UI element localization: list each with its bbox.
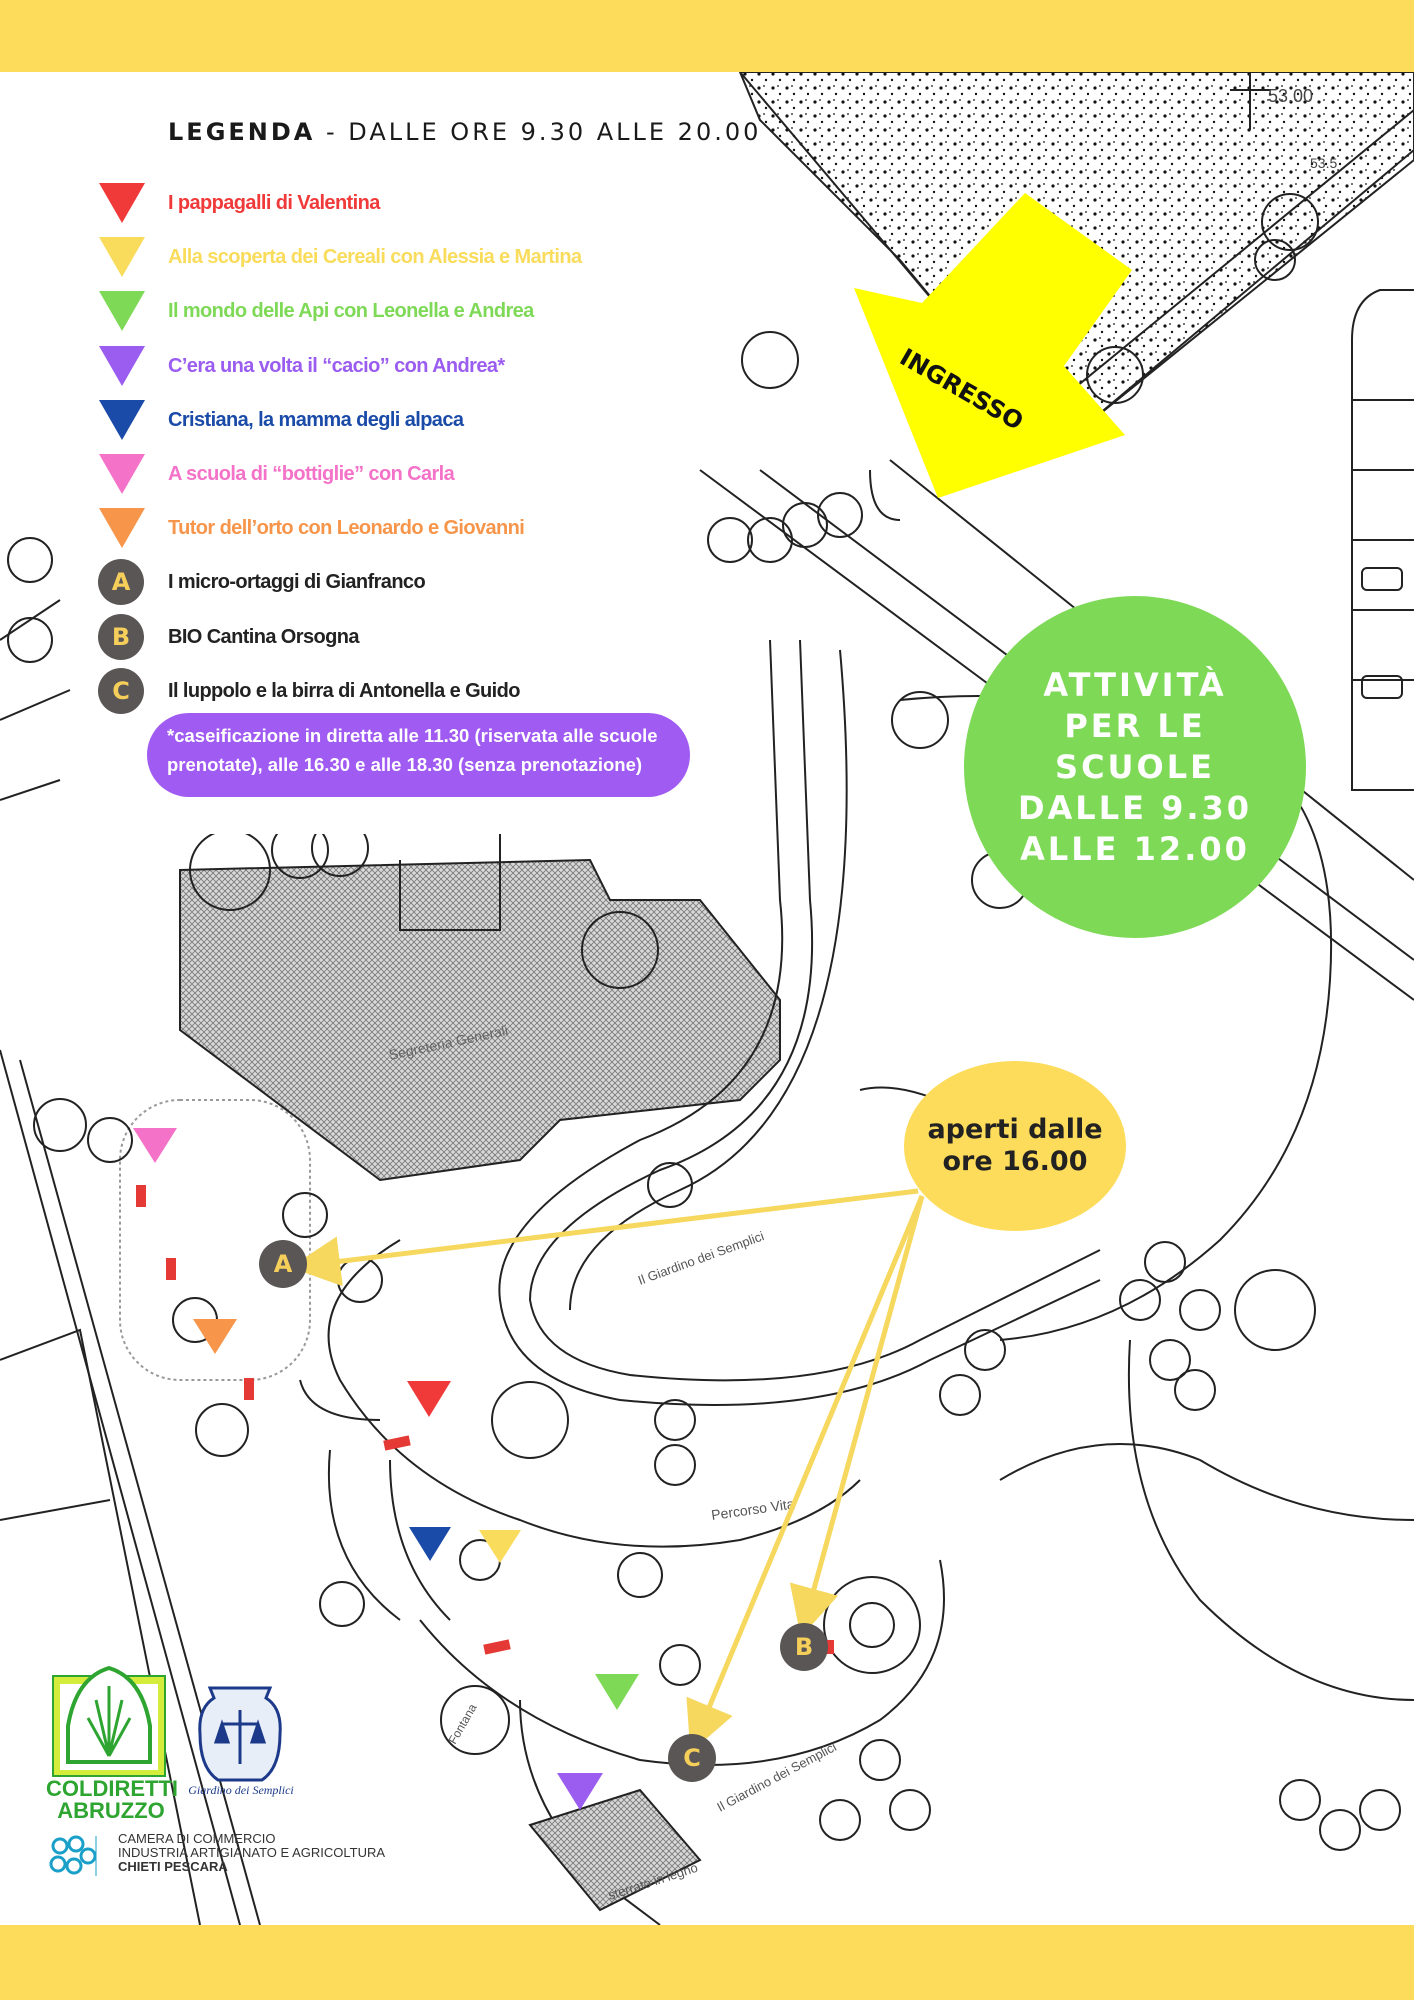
- schools-text: ATTIVITÀ PER LE SCUOLE DALLE 9.30 ALLE 1…: [1017, 665, 1253, 868]
- path-label-3: Il Giardino dei Semplici: [714, 1739, 839, 1815]
- entrance-arrow: INGRESSO: [854, 193, 1132, 498]
- path-label-2: Percorso Vita: [710, 1495, 795, 1523]
- legend-circle-icon: A: [98, 559, 144, 606]
- legend-circle-icon: B: [98, 613, 144, 660]
- legend-item: Il mondo delle Api con Leonella e Andrea: [98, 288, 698, 342]
- coldiretti-logo-icon: [52, 1666, 166, 1777]
- legend-item-label: Tutor dell’orto con Leonardo e Giovanni: [168, 517, 525, 540]
- giardino-caption: Giardino dei Semplici: [188, 1783, 294, 1797]
- top-yellow-band: [0, 0, 1414, 72]
- legend-item: I pappagalli di Valentina: [98, 180, 698, 234]
- legend-title-bold: LEGENDA: [168, 118, 316, 146]
- camera-line-1: CAMERA DI COMMERCIO: [118, 1831, 276, 1846]
- giardino-jar-icon: [198, 1686, 282, 1782]
- legend-item: A I micro-ortaggi di Gianfranco: [98, 559, 698, 613]
- legend-panel: [73, 72, 690, 834]
- path-label-1: Il Giardino dei Semplici: [636, 1228, 766, 1288]
- open-from-badge: aperti dalle ore 16.00: [904, 1061, 1126, 1231]
- schools-badge: ATTIVITÀ PER LE SCUOLE DALLE 9.30 ALLE 1…: [964, 596, 1306, 938]
- open-arrows: [290, 1188, 925, 1753]
- legend-item-label: A scuola di “bottiglie” con Carla: [168, 463, 455, 485]
- legend-item-label: BIO Cantina Orsogna: [168, 625, 359, 648]
- legend-triangle-icon: [99, 508, 145, 549]
- camera-commercio-icon: [49, 1835, 97, 1876]
- map-stand-c: C: [668, 1734, 716, 1782]
- legend-triangle-icon: [99, 399, 145, 440]
- legend-item: Tutor dell’orto con Leonardo e Giovanni: [98, 505, 698, 559]
- camera-line-2: INDUSTRIA ARTIGIANATO E AGRICOLTURA: [118, 1845, 386, 1860]
- map-stand-b: B: [780, 1623, 828, 1671]
- legend-triangle-icon: [99, 237, 145, 278]
- marker-yellow-triangle: [479, 1530, 521, 1563]
- marker-green-triangle: [595, 1674, 639, 1710]
- path-label-4: Fontana: [445, 1701, 479, 1746]
- legend-item-label: I micro-ortaggi di Gianfranco: [168, 571, 426, 594]
- marker-pink-triangle: [133, 1128, 177, 1163]
- marker-red-triangle: [407, 1381, 451, 1417]
- legend-item: C’era una volta il “cacio” con Andrea*: [98, 343, 698, 397]
- legend-triangle-icon: [99, 454, 145, 494]
- legend-item-label: I pappagalli di Valentina: [168, 192, 380, 214]
- legend-item: B BIO Cantina Orsogna: [98, 613, 698, 668]
- camera-line-3: CHIETI PESCARA: [118, 1859, 228, 1874]
- legend-item-label: Il luppolo e la birra di Antonella e Gui…: [168, 679, 520, 702]
- legend-note: *caseificazione in diretta alle 11.30 (r…: [147, 713, 690, 797]
- elevation-label-2: 53.5: [1310, 155, 1337, 171]
- legend-item-label: Il mondo delle Api con Leonella e Andrea: [168, 300, 534, 323]
- legend-circle-icon: C: [98, 667, 144, 714]
- legend-item-label: Alla scoperta dei Cereali con Alessia e …: [168, 246, 582, 269]
- camera-commercio-text: CAMERA DI COMMERCIO INDUSTRIA ARTIGIANAT…: [118, 1832, 385, 1874]
- open-from-text: aperti dalle ore 16.00: [927, 1114, 1103, 1177]
- marker-orange-triangle: [193, 1319, 237, 1354]
- map-markers: [133, 1128, 639, 1810]
- legend-item-label: C’era una volta il “cacio” con Andrea*: [168, 354, 505, 377]
- elevation-label: 53.00: [1268, 86, 1313, 106]
- legend-title-hours: - DALLE ORE 9.30 ALLE 20.00: [315, 118, 762, 146]
- legend-item-label: Cristiana, la mamma degli alpaca: [168, 408, 464, 431]
- legend-item: A scuola di “bottiglie” con Carla: [98, 451, 698, 505]
- site-map: 53.00 53.5 Segreteria Generali Il Giardi…: [0, 72, 1414, 1925]
- legend-title: LEGENDA - DALLE ORE 9.30 ALLE 20.00: [168, 118, 761, 146]
- bottom-yellow-band: [0, 1925, 1414, 2000]
- map-stand-a: A: [259, 1240, 307, 1288]
- red-dashes: [136, 1185, 834, 1655]
- marker-purple-triangle: [557, 1773, 603, 1810]
- legend-triangle-icon: [99, 183, 145, 223]
- legend-triangle-icon: [99, 345, 145, 386]
- legend-item: C Il luppolo e la birra di Antonella e Gu…: [98, 667, 698, 722]
- legend-item: Cristiana, la mamma degli alpaca: [98, 397, 698, 451]
- legend-item: Alla scoperta dei Cereali con Alessia e …: [98, 234, 698, 288]
- marker-blue-triangle: [409, 1527, 451, 1561]
- coldiretti-name: COLDIRETTI ABRUZZO: [46, 1776, 178, 1823]
- legend-triangle-icon: [99, 291, 145, 332]
